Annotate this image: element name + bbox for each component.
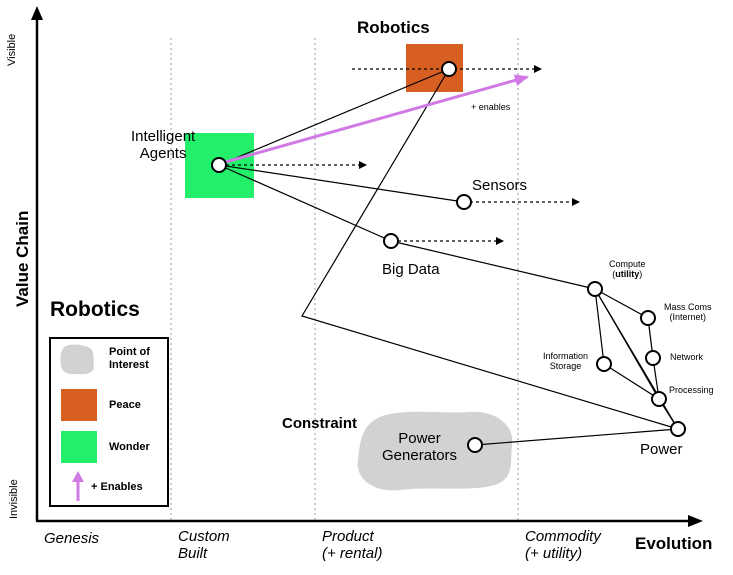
link-info-processing bbox=[603, 363, 660, 400]
legend-peace-label: Peace bbox=[109, 399, 141, 411]
constraint-annotation: Constraint bbox=[282, 415, 357, 432]
stage-custom-built: Custom Built bbox=[178, 528, 230, 563]
y-bottom-label: Invisible bbox=[8, 479, 20, 519]
link-compute-info bbox=[594, 288, 605, 365]
node-compute[interactable] bbox=[587, 281, 603, 297]
enables-arrow bbox=[221, 74, 529, 165]
legend-wonder-swatch bbox=[61, 431, 97, 463]
label-intelligent-agents: Intelligent Agents bbox=[131, 128, 196, 163]
node-big-data[interactable] bbox=[383, 233, 399, 249]
link-bigdata-compute bbox=[390, 240, 596, 290]
label-sensors: Sensors bbox=[472, 177, 528, 194]
x-axis-title: Evolution bbox=[635, 534, 713, 553]
stage-genesis: Genesis bbox=[44, 530, 100, 547]
y-top-label: Visible bbox=[6, 33, 18, 66]
node-power[interactable] bbox=[670, 421, 686, 437]
node-information-storage[interactable] bbox=[596, 356, 612, 372]
node-sensors[interactable] bbox=[456, 194, 472, 210]
y-axis-arrowhead bbox=[31, 6, 43, 20]
legend-poi-label: Point of Interest bbox=[109, 346, 150, 371]
label-mass-coms: Mass Coms (Internet) bbox=[664, 302, 712, 323]
link-agents-bigdata bbox=[218, 164, 392, 242]
node-intelligent-agents[interactable] bbox=[211, 157, 227, 173]
link-robotics-power bbox=[301, 68, 679, 430]
legend-enables-arrow-icon bbox=[72, 471, 84, 501]
y-axis-title: Value Chain bbox=[13, 210, 32, 307]
legend-enables-label: + Enables bbox=[91, 481, 143, 493]
legend-poi-swatch bbox=[60, 344, 94, 375]
link-generators-power bbox=[474, 428, 679, 446]
label-processing: Processing bbox=[669, 385, 714, 395]
map-title: Robotics bbox=[357, 18, 430, 37]
legend-title: Robotics bbox=[50, 298, 140, 321]
label-big-data: Big Data bbox=[382, 261, 440, 278]
label-power: Power bbox=[640, 441, 683, 458]
label-compute: Compute (utility) bbox=[609, 259, 646, 280]
enables-annotation: + enables bbox=[471, 102, 511, 112]
link-robotics-agents bbox=[218, 68, 450, 166]
link-compute-mass bbox=[594, 288, 649, 319]
node-robotics[interactable] bbox=[441, 61, 457, 77]
node-network[interactable] bbox=[645, 350, 661, 366]
node-processing[interactable] bbox=[651, 391, 667, 407]
label-network: Network bbox=[670, 352, 704, 362]
legend-wonder-label: Wonder bbox=[109, 441, 150, 453]
power-generators-blob bbox=[357, 411, 513, 491]
link-agents-sensors bbox=[218, 164, 465, 203]
node-power-generators[interactable] bbox=[467, 437, 483, 453]
label-power-generators: Power Generators bbox=[382, 430, 458, 465]
node-mass-coms[interactable] bbox=[640, 310, 656, 326]
stage-commodity: Commodity (+ utility) bbox=[525, 528, 601, 563]
label-information-storage: Information Storage bbox=[543, 351, 589, 372]
link-compute-power bbox=[594, 288, 679, 430]
x-axis-arrowhead bbox=[688, 515, 703, 527]
stage-product: Product (+ rental) bbox=[322, 528, 383, 563]
legend-peace-swatch bbox=[61, 389, 97, 421]
